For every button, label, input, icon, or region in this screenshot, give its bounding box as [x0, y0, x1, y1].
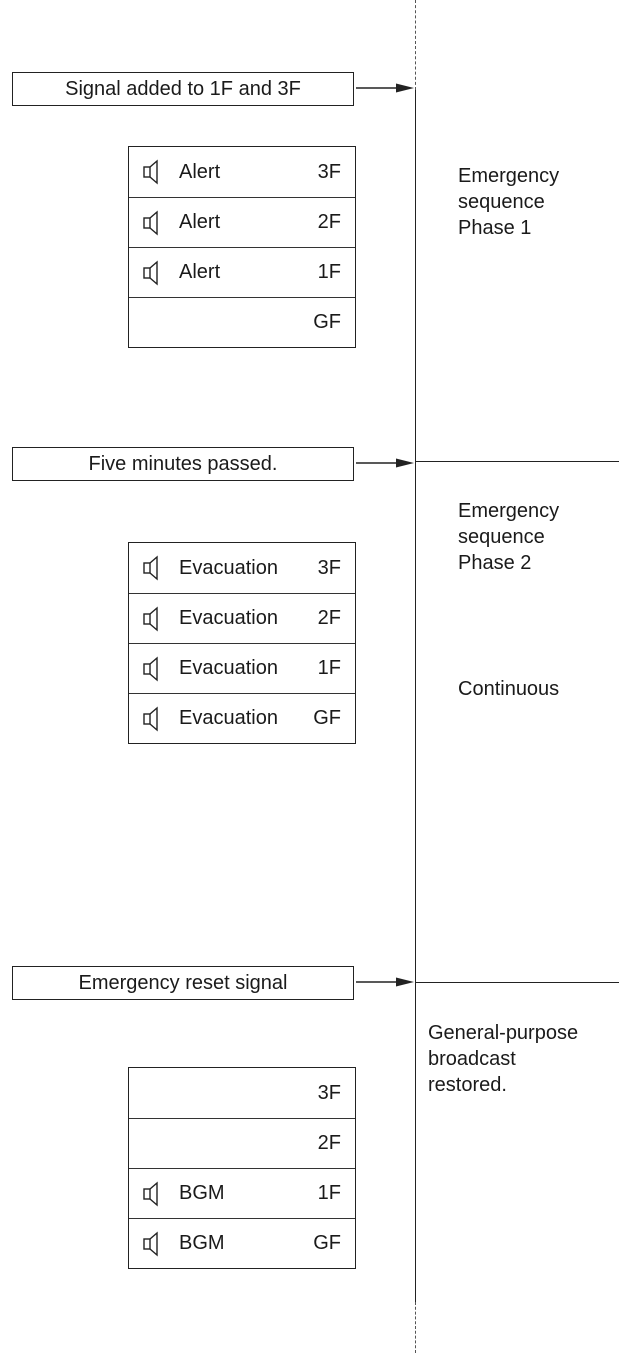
zone-message: BGM: [179, 1182, 225, 1204]
zone-floor: 3F: [317, 160, 341, 183]
arrow-right-icon: [356, 83, 414, 93]
speaker-icon: [143, 605, 158, 632]
speaker-icon: [143, 209, 158, 236]
zone-floor: GF: [313, 707, 341, 729]
timeline-dashed-bottom: [415, 1302, 416, 1353]
zone-floor: 2F: [317, 211, 341, 233]
phase-divider-1: [415, 461, 619, 462]
phase-label-restored: General-purpose broadcast restored.: [428, 1022, 579, 1096]
zone-row: 2F: [129, 1118, 355, 1168]
signal-box-3: Emergency reset signal: [12, 966, 354, 1000]
zone-row: GF: [129, 297, 355, 347]
arrow-right-icon: [356, 458, 414, 468]
zone-table-restored: 3F 2F BGM 1F BGM GF: [128, 1067, 356, 1269]
speaker-icon: [143, 1230, 158, 1257]
zone-floor: 3F: [317, 556, 341, 579]
zone-floor: 2F: [317, 607, 341, 629]
zone-message: Alert: [179, 160, 221, 183]
zone-floor: 1F: [317, 261, 341, 283]
zone-row: Evacuation 1F: [129, 643, 355, 693]
timeline-line: [415, 90, 416, 1302]
phase-divider-2: [415, 982, 619, 983]
zone-message: Evacuation: [179, 556, 278, 579]
zone-row: Alert 3F: [129, 147, 355, 197]
phase-label-continuous: Continuous: [458, 678, 560, 700]
zone-message: Evacuation: [179, 607, 278, 629]
speaker-icon: [143, 159, 158, 185]
zone-floor: 3F: [317, 1081, 341, 1104]
signal-box-1: Signal added to 1F and 3F: [12, 72, 354, 106]
zone-floor: 1F: [317, 657, 341, 679]
phase-label-1: Emergency sequence Phase 1: [458, 165, 560, 239]
speaker-icon: [143, 1180, 158, 1207]
zone-floor: GF: [313, 311, 341, 333]
zone-floor: 1F: [317, 1182, 341, 1204]
zone-message: Evacuation: [179, 707, 278, 729]
zone-floor: GF: [313, 1232, 341, 1254]
zone-message: BGM: [179, 1232, 225, 1254]
zone-table-phase-1: Alert 3F Alert 2F Alert 1F GF: [128, 146, 356, 348]
zone-row: Alert 2F: [129, 197, 355, 247]
zone-message: Evacuation: [179, 657, 278, 679]
zone-row: BGM 1F: [129, 1168, 355, 1218]
zone-message: Alert: [179, 211, 221, 233]
zone-row: Evacuation 2F: [129, 593, 355, 643]
speaker-icon: [143, 705, 158, 732]
speaker-icon: [143, 655, 158, 682]
arrow-right-icon: [356, 977, 414, 987]
signal-box-2: Five minutes passed.: [12, 447, 354, 481]
phase-label-2: Emergency sequence Phase 2: [458, 500, 560, 574]
zone-row: Evacuation 3F: [129, 543, 355, 593]
zone-row: Evacuation GF: [129, 693, 355, 743]
zone-floor: 2F: [317, 1132, 341, 1154]
speaker-icon: [143, 259, 158, 286]
zone-message: Alert: [179, 261, 221, 283]
zone-row: Alert 1F: [129, 247, 355, 297]
timeline-dashed-top: [415, 0, 416, 90]
speaker-icon: [143, 555, 158, 581]
zone-row: 3F: [129, 1068, 355, 1118]
zone-row: BGM GF: [129, 1218, 355, 1268]
